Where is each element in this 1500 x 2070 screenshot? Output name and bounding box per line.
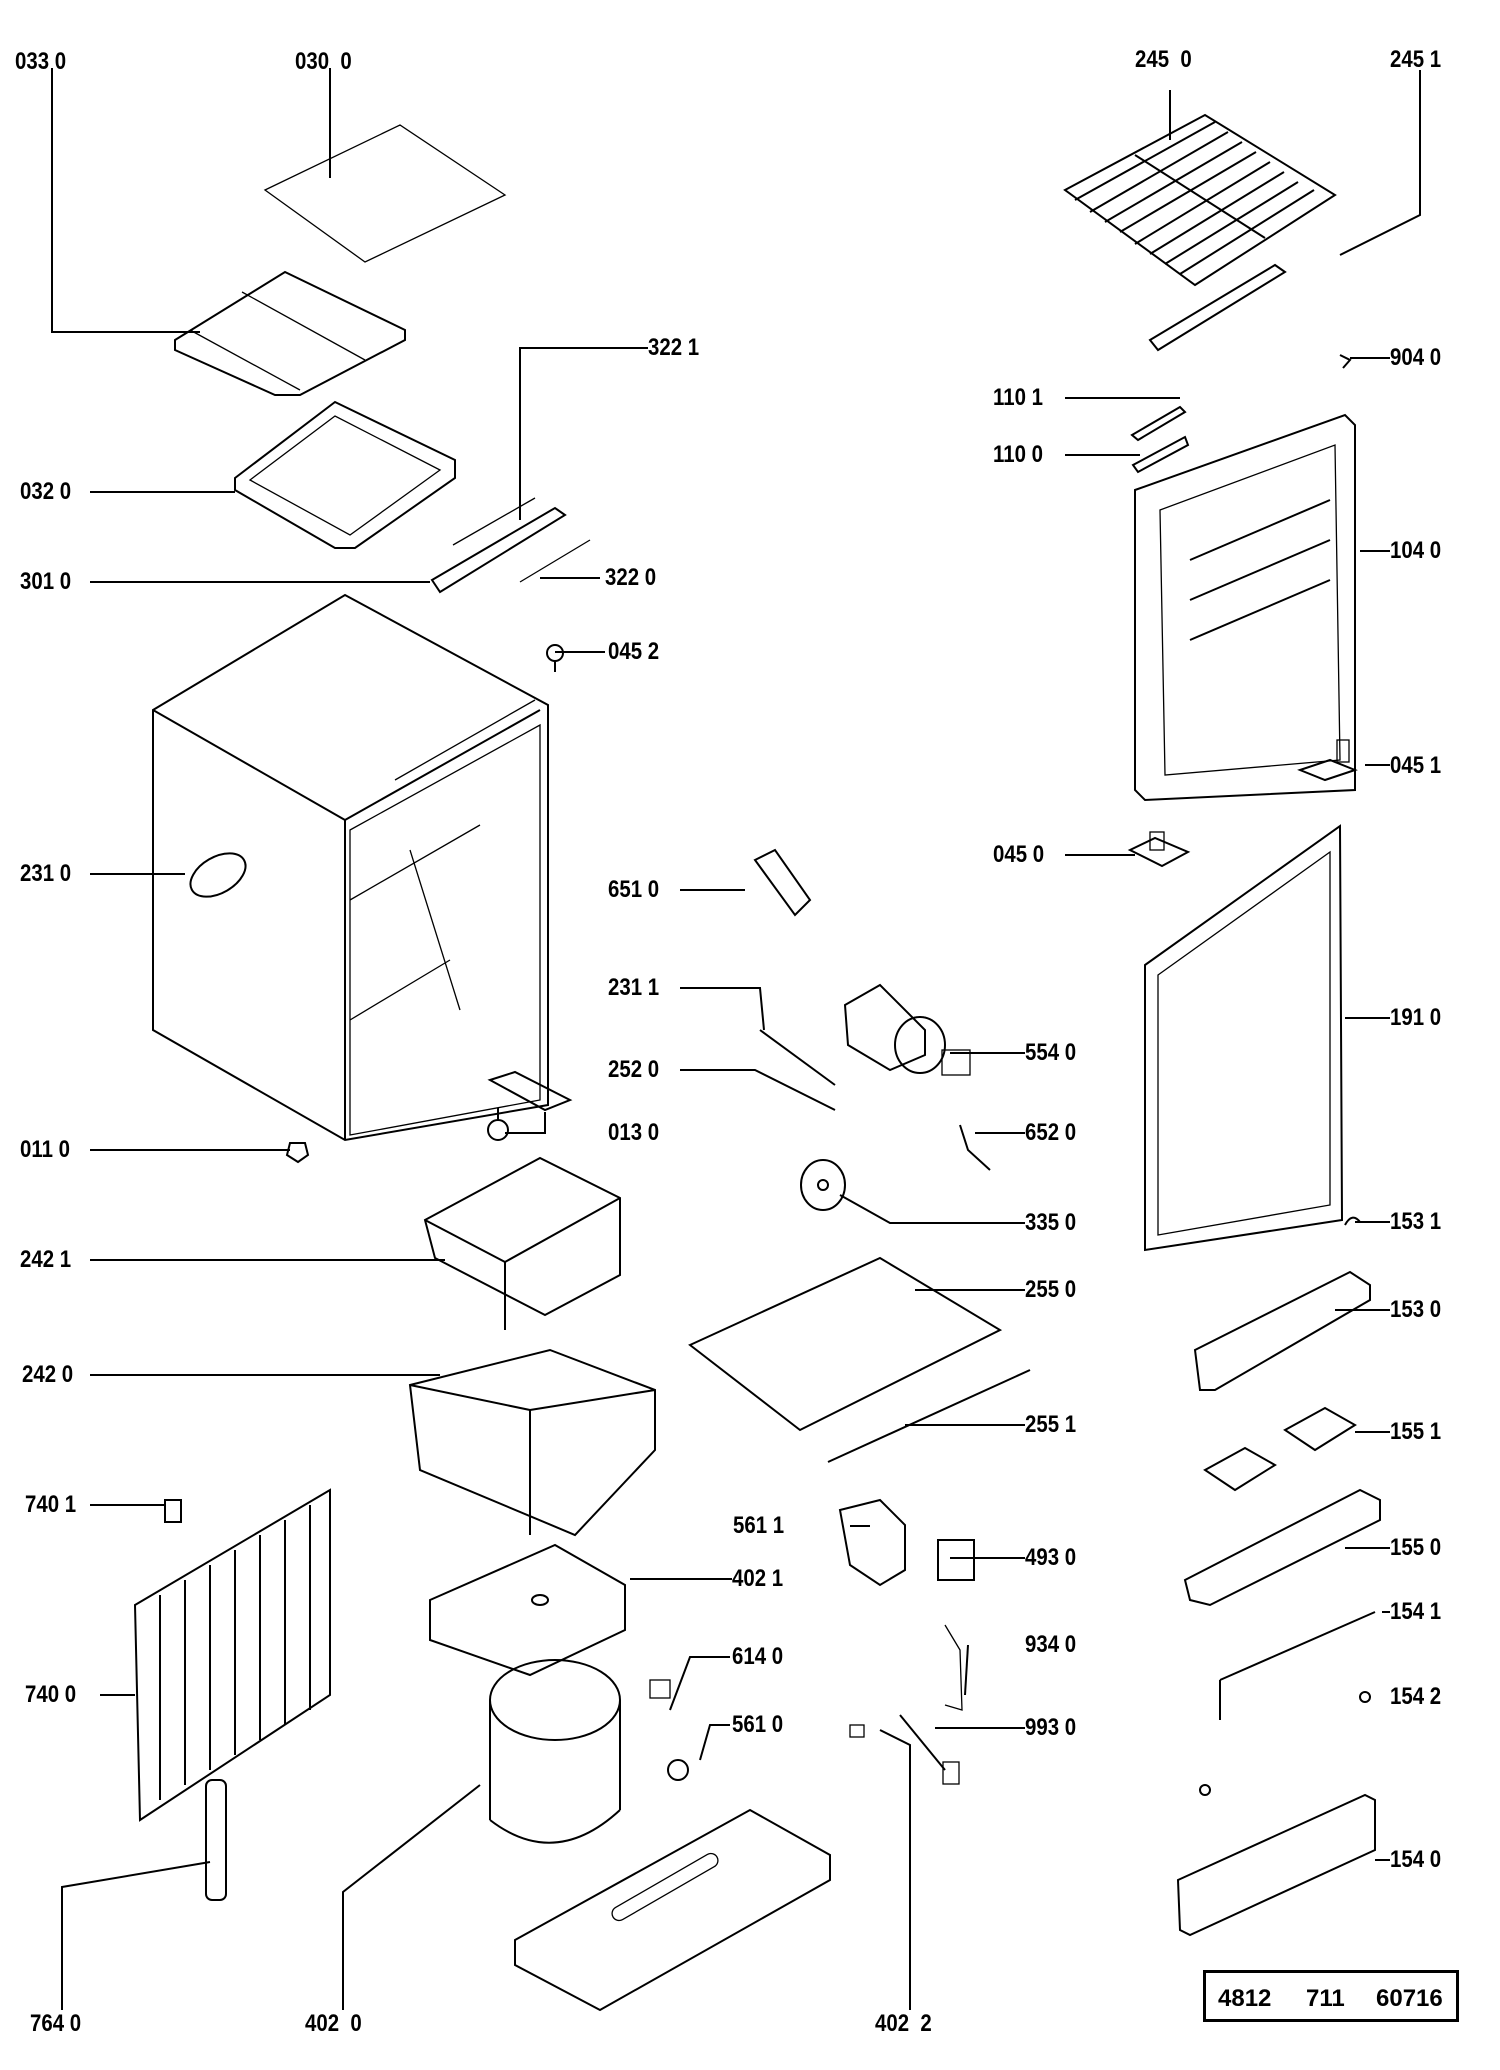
label-740-0: 740 0 [25,1681,77,1708]
label-110-1: 110 1 [993,384,1043,411]
label-242-0: 242 0 [22,1361,74,1388]
label-011-0: 011 0 [20,1136,70,1163]
label-561-0: 561 0 [732,1711,784,1738]
label-104-0: 104 0 [1390,537,1442,564]
reference-number-box: 4812 711 60716 [1203,1970,1459,2022]
reference-number-part3: 60716 [1376,1985,1443,2012]
label-255-1: 255 1 [1025,1411,1077,1438]
label-155-1: 155 1 [1390,1418,1442,1445]
label-402-1: 402 1 [732,1565,784,1592]
label-651-0: 651 0 [608,876,660,903]
label-904-0: 904 0 [1390,344,1442,371]
reference-number-part2: 711 [1306,1985,1345,2012]
label-252-0: 252 0 [608,1056,660,1083]
label-154-0: 154 0 [1390,1846,1442,1873]
label-155-0: 155 0 [1390,1534,1442,1561]
label-045-1: 045 1 [1390,752,1442,779]
label-322-1: 322 1 [648,334,700,361]
label-032-0: 032 0 [20,478,72,505]
part-drawings [133,113,1381,2012]
label-154-2: 154 2 [1390,1683,1442,1710]
label-402-0: 402 0 [305,2010,362,2037]
label-245-1: 245 1 [1390,46,1442,73]
label-934-0: 934 0 [1025,1631,1077,1658]
label-614-0: 614 0 [732,1643,784,1670]
label-153-1: 153 1 [1390,1208,1442,1235]
label-242-1: 242 1 [20,1246,72,1273]
label-231-1: 231 1 [608,974,660,1001]
label-013-0: 013 0 [608,1119,660,1146]
label-033-0: 033 0 [15,48,67,75]
label-493-0: 493 0 [1025,1544,1077,1571]
label-402-2: 402 2 [875,2010,932,2037]
label-030-0: 030 0 [295,48,352,75]
label-045-2: 045 2 [608,638,660,665]
label-231-0: 231 0 [20,860,72,887]
label-110-0: 110 0 [993,441,1043,468]
label-153-0: 153 0 [1390,1296,1442,1323]
label-740-1: 740 1 [25,1491,77,1518]
label-301-0: 301 0 [20,568,72,595]
label-993-0: 993 0 [1025,1714,1077,1741]
label-322-0: 322 0 [605,564,657,591]
label-554-0: 554 0 [1025,1039,1077,1066]
label-154-1: 154 1 [1390,1598,1442,1625]
label-561-1: 561 1 [733,1512,785,1539]
label-045-0: 045 0 [993,841,1045,868]
leader-lines [51,68,1421,2010]
label-764-0: 764 0 [30,2010,82,2037]
label-335-0: 335 0 [1025,1209,1077,1236]
label-255-0: 255 0 [1025,1276,1077,1303]
reference-number-part1: 4812 [1218,1985,1272,2012]
label-191-0: 191 0 [1390,1004,1442,1031]
label-245-0: 245 0 [1135,46,1192,73]
label-652-0: 652 0 [1025,1119,1077,1146]
